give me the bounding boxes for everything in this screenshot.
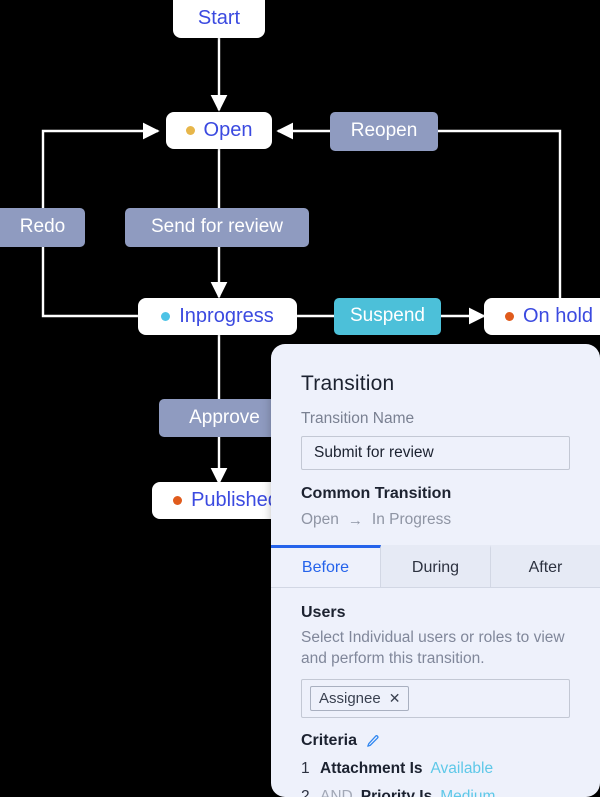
transition-button-send-for-review[interactable]: Send for review [125,208,309,247]
node-start[interactable]: Start [173,0,265,38]
transition-button-reopen-label: Reopen [350,120,418,141]
transition-button-redo-label: Redo [19,216,66,237]
status-dot-inprogress [161,312,171,321]
status-dot-onhold [504,312,514,321]
tab-before[interactable]: Before [271,545,381,587]
transition-name-input[interactable]: Submit for review [301,436,570,470]
transition-button-approve[interactable]: Approve [159,399,290,437]
criteria-row: 2 AND Priority Is Medium [301,788,570,797]
transition-button-suspend[interactable]: Suspend [334,298,441,335]
criteria-value: Available [430,760,494,778]
node-open[interactable]: Open [166,112,272,149]
users-description: Select Individual users or roles to view… [301,629,565,667]
criteria-number: 2 [301,788,310,797]
criteria-heading-row: Criteria [301,732,570,750]
panel-title: Transition [301,372,395,395]
transition-button-suspend-label: Suspend [349,305,425,326]
pencil-icon[interactable] [365,734,380,749]
close-icon[interactable]: ✕ [388,690,401,707]
node-inprogress-label: Inprogress [179,304,274,327]
transition-button-reopen[interactable]: Reopen [330,112,438,151]
arrow-right-icon: → [347,511,363,529]
users-heading: Users [301,604,346,621]
criteria-heading: Criteria [301,732,358,750]
node-onhold-label: On hold [522,304,594,327]
status-dot-open [185,126,195,135]
transition-button-approve-label: Approve [189,406,260,428]
token-assignee[interactable]: Assignee ✕ [310,686,410,712]
node-start-label: Start [197,7,241,29]
panel-tabs: Before During After [271,545,600,588]
transition-button-send-for-review-label: Send for review [150,216,283,237]
criteria-row: 1 Attachment Is Available [301,760,570,778]
status-dot-published [173,496,183,505]
node-open-label: Open [203,118,253,141]
transition-details-panel: Transition Transition Name Submit for re… [271,344,600,797]
transition-name-label: Transition Name [301,410,415,427]
node-published-label: Published [191,488,279,511]
common-transition-heading: Common Transition [301,485,452,502]
transition-button-redo[interactable]: Redo [0,208,85,247]
criteria-number: 1 [301,760,310,778]
tab-after[interactable]: After [491,545,600,587]
token-assignee-label: Assignee [319,690,381,708]
criteria-conjunction: AND [320,788,353,797]
node-onhold[interactable]: On hold [484,298,600,335]
users-token-input[interactable]: Assignee ✕ [301,679,570,719]
tab-during[interactable]: During [381,545,491,587]
common-transition-to: In Progress [371,511,452,528]
criteria-field: Priority Is [360,788,433,797]
criteria-field: Attachment Is [320,760,423,778]
common-transition-value: Open → In Progress [301,511,570,529]
node-inprogress[interactable]: Inprogress [138,298,297,335]
criteria-value: Medium [440,788,496,797]
common-transition-from: Open [301,511,339,528]
